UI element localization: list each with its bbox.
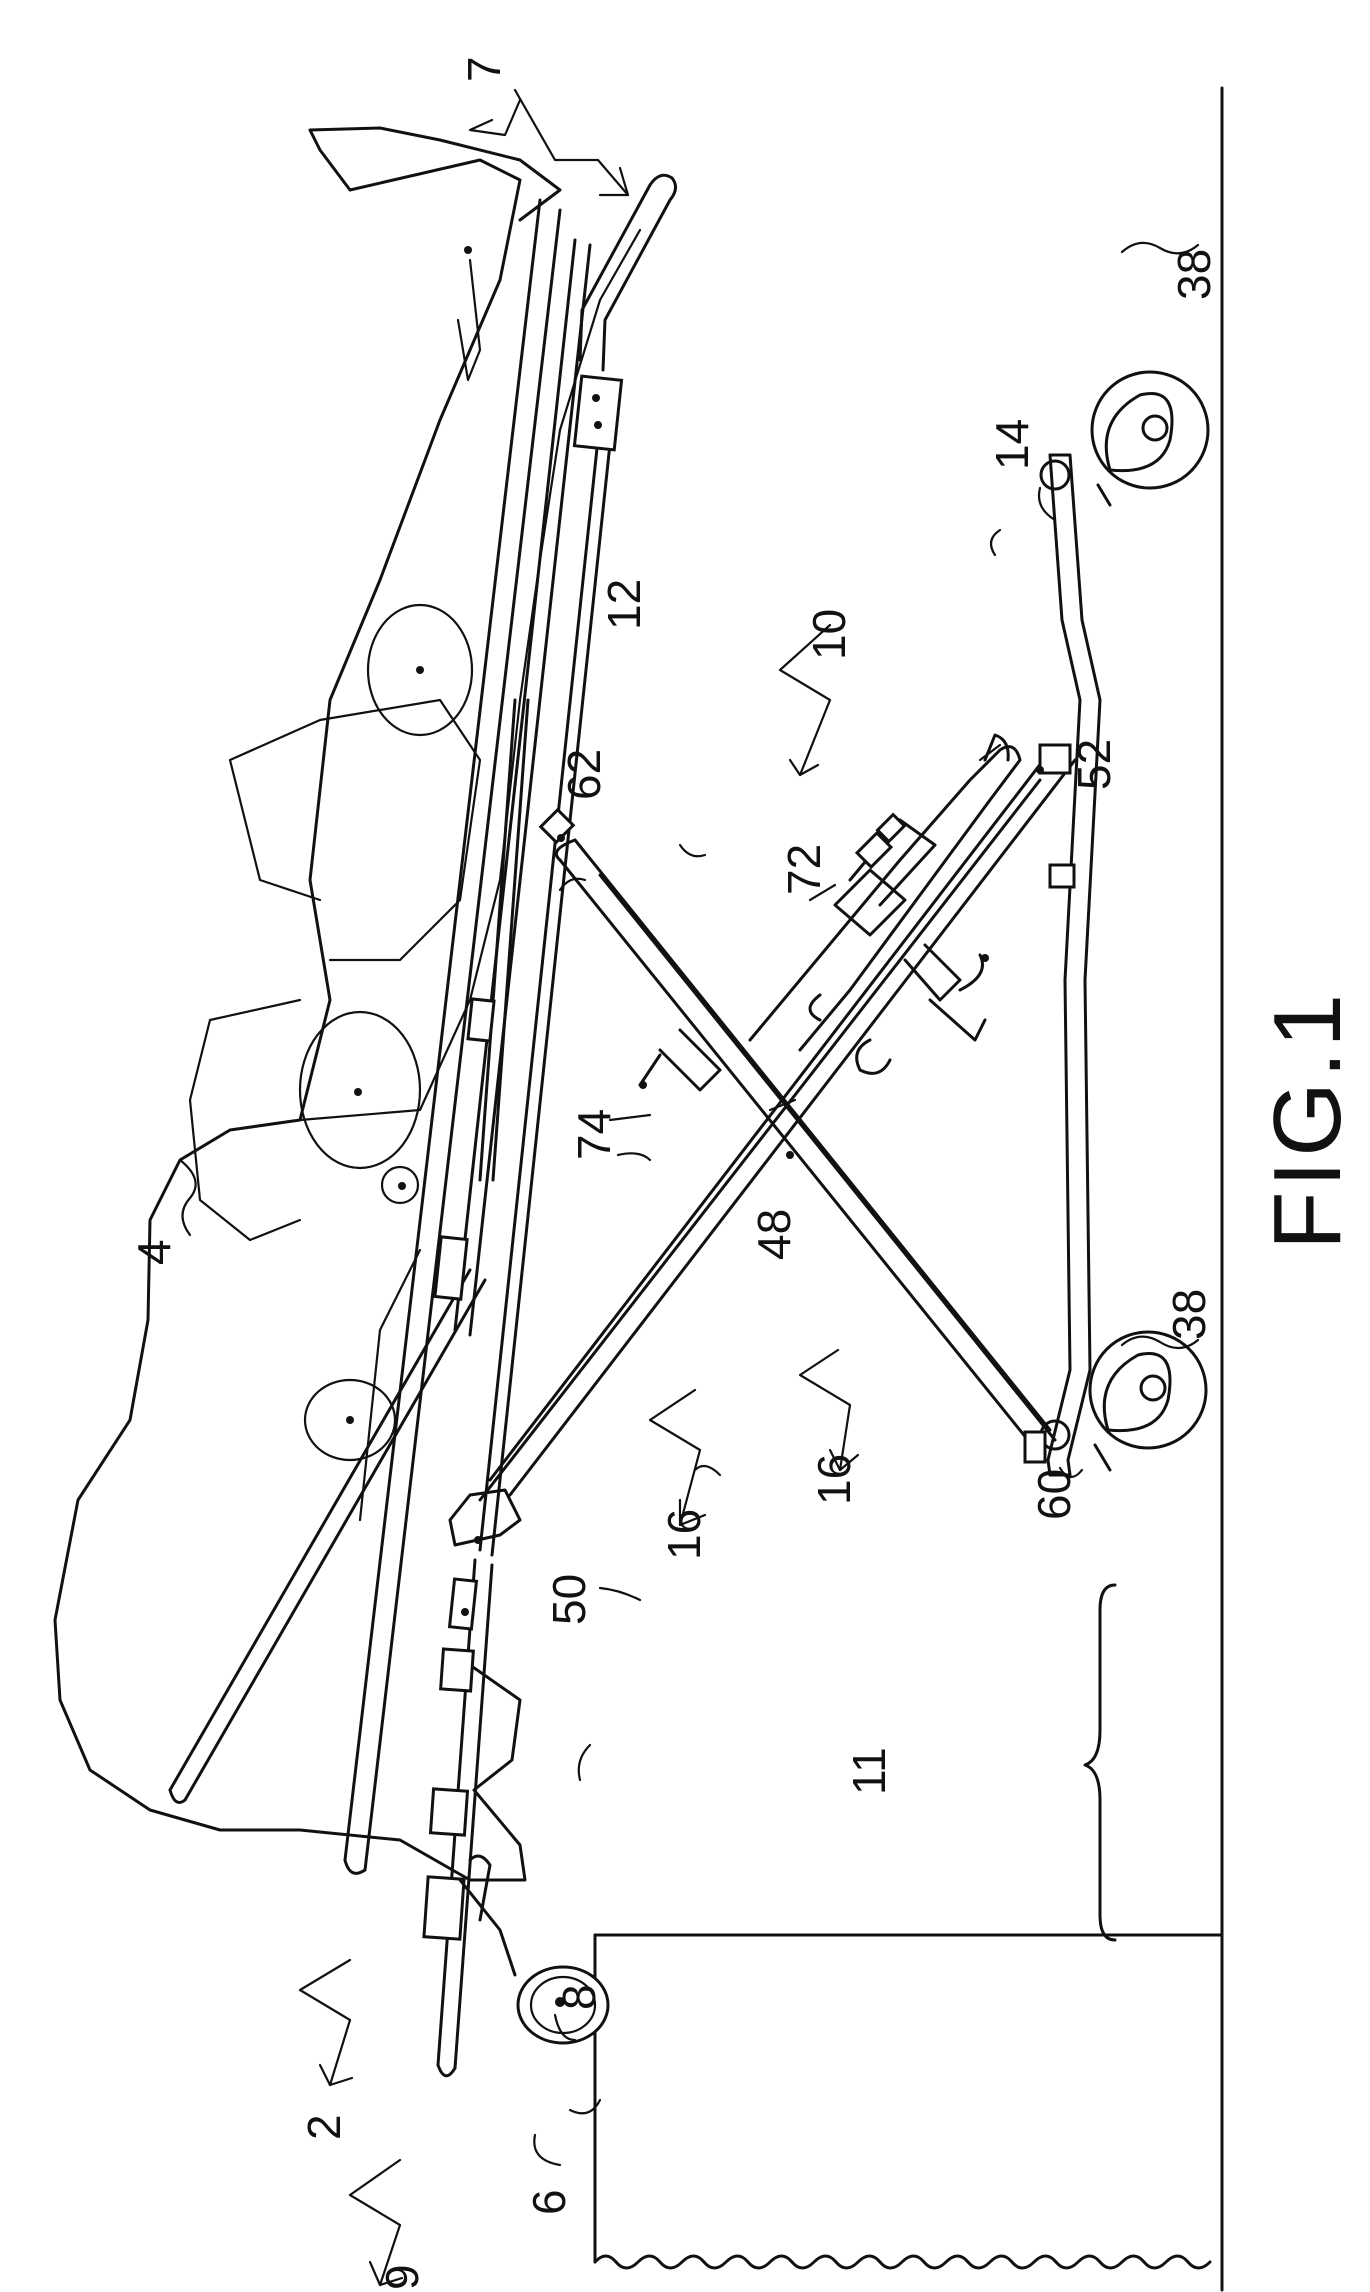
- litter-frame: [168, 198, 624, 1875]
- label-14: 14: [986, 419, 1038, 470]
- x-frame-legs: [478, 743, 1077, 1502]
- label-12: 12: [598, 579, 650, 630]
- label-8: 8: [553, 1984, 605, 2010]
- label-2: 2: [298, 2114, 350, 2140]
- label-52: 52: [1068, 739, 1120, 790]
- ambulance-deck: [593, 1933, 1224, 2270]
- bracket-11: [1083, 1583, 1117, 1942]
- foot-end-handle: [578, 173, 677, 372]
- label-72: 72: [778, 844, 830, 895]
- pivot-details: [447, 766, 1047, 1631]
- label-38-head: 38: [1163, 1289, 1215, 1340]
- leader-lines: [178, 241, 1200, 2167]
- reference-numerals: 4 7 38 14 12 10 52 62 72 74 48 38 16 16 …: [128, 56, 1220, 2290]
- label-60: 60: [1028, 1469, 1080, 1520]
- label-6: 6: [523, 2189, 575, 2215]
- zigzag-arrows: [298, 88, 860, 2287]
- label-48: 48: [748, 1209, 800, 1260]
- label-4: 4: [128, 1239, 180, 1265]
- label-62: 62: [558, 749, 610, 800]
- label-11: 11: [843, 1747, 895, 1795]
- caster-foot-end: [1090, 370, 1210, 507]
- label-9: 9: [376, 2264, 428, 2290]
- loading-wheel-assembly: [422, 1558, 610, 2078]
- caster-head-end: [1088, 1330, 1208, 1472]
- label-10: 10: [803, 609, 855, 660]
- figure-caption: FIG.1: [1254, 990, 1361, 1250]
- label-7: 7: [458, 56, 510, 82]
- label-16-right: 16: [808, 1454, 860, 1505]
- base-frame: [1038, 453, 1102, 1477]
- actuator-assembly: [638, 733, 1022, 1092]
- label-50: 50: [543, 1574, 595, 1625]
- label-74: 74: [568, 1109, 620, 1160]
- label-38-foot: 38: [1168, 249, 1220, 300]
- label-16-left: 16: [658, 1509, 710, 1560]
